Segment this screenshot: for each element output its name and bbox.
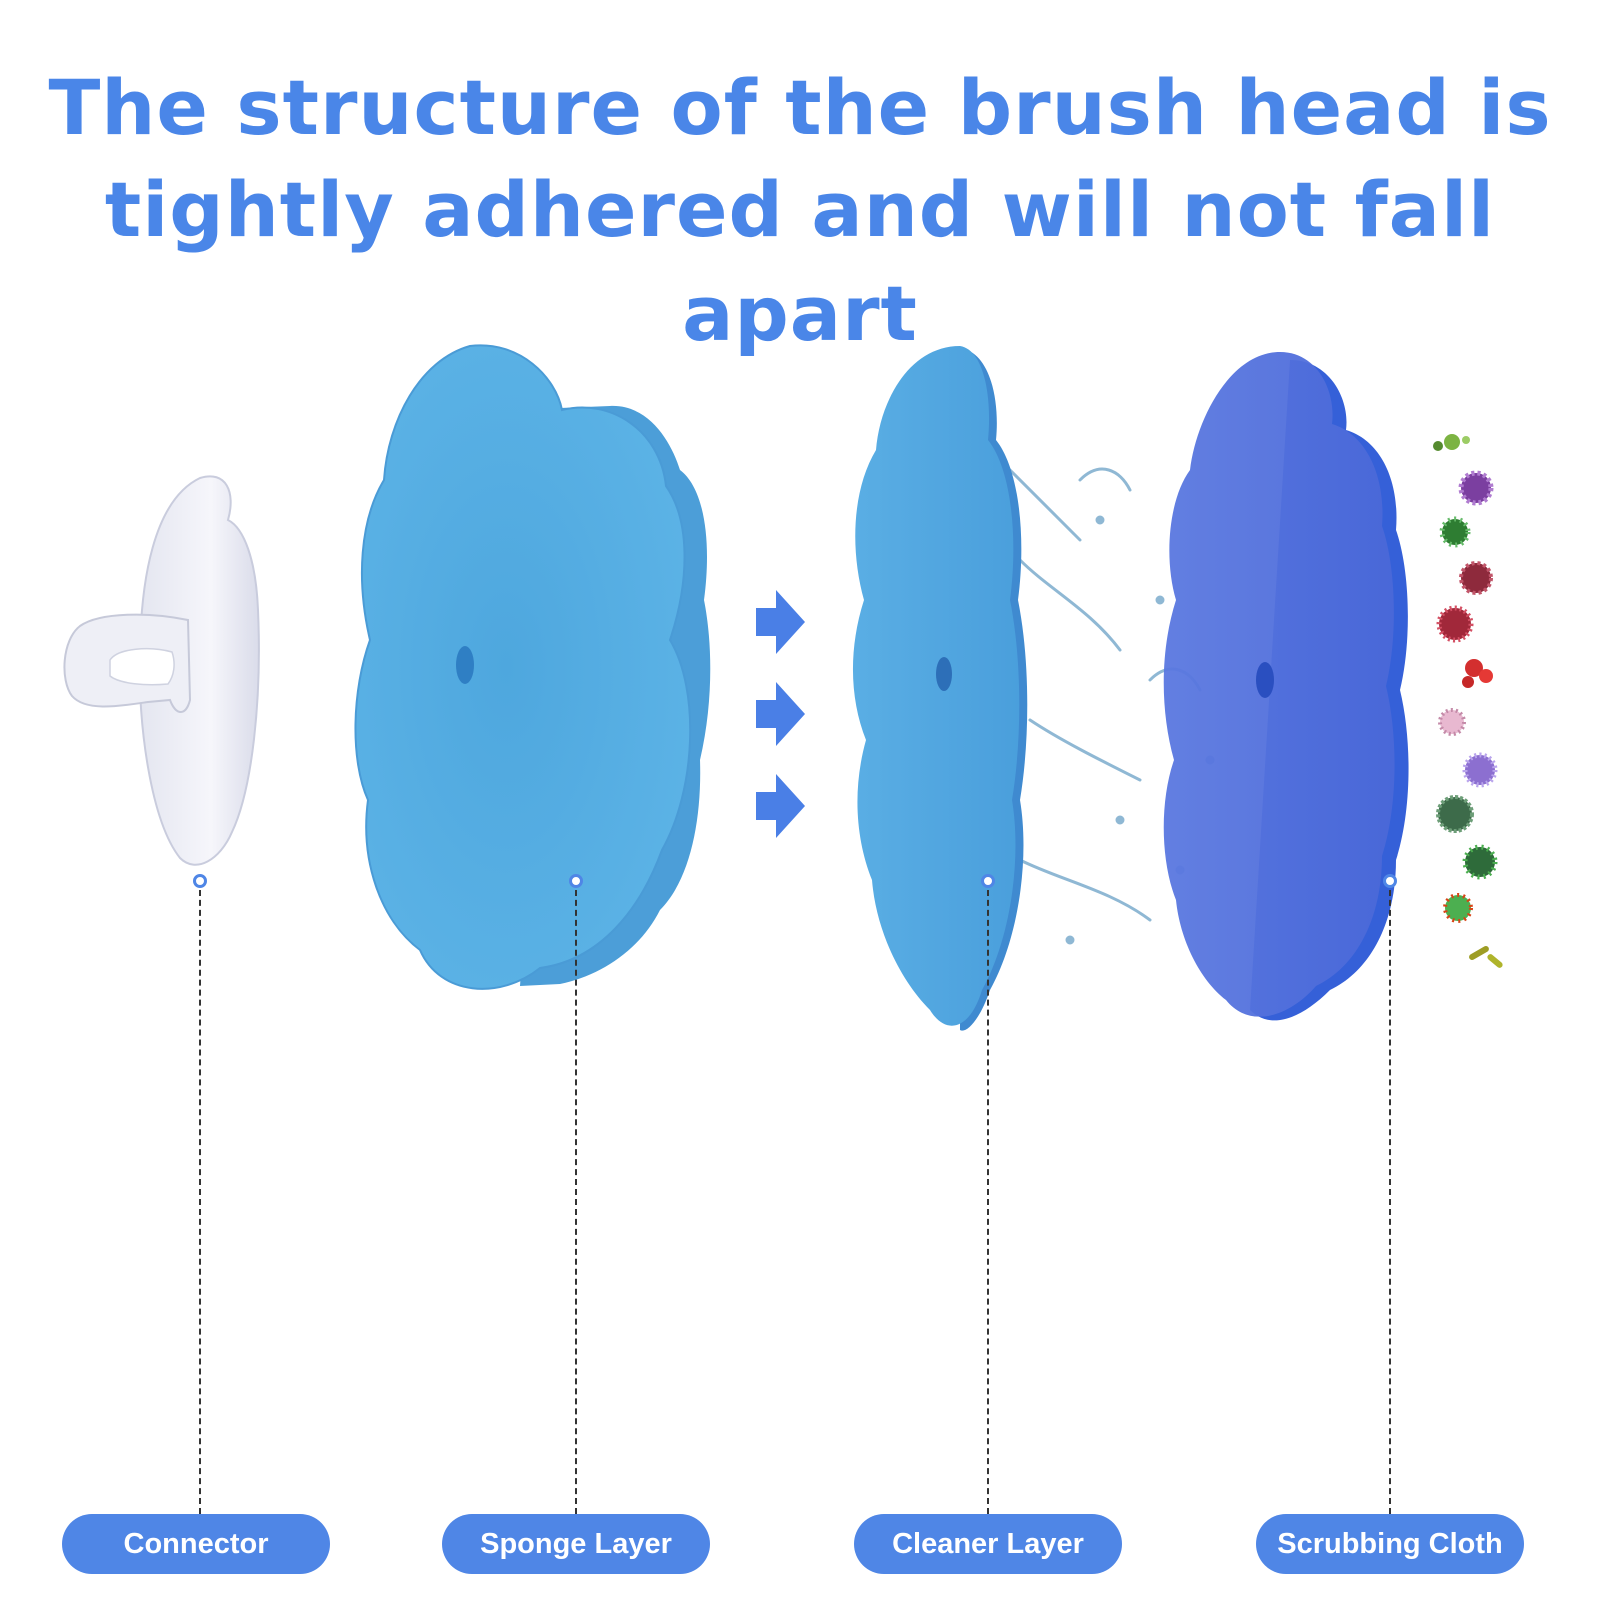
germ-icon [1462, 752, 1498, 788]
connector-part [63, 475, 260, 866]
connector-marker-dot [193, 874, 207, 888]
scrubbing-cloth-label[interactable]: Scrubbing Cloth [1256, 1514, 1524, 1574]
germ-icon [1436, 605, 1474, 643]
arrow-group [756, 590, 805, 838]
germ-icon [1462, 844, 1498, 880]
arrow-right-icon [756, 682, 805, 746]
sponge-layer-leader-line [575, 880, 577, 1514]
title-line-2: tightly adhered and will not fall apart [104, 165, 1496, 358]
scrubbing-cloth-part [1163, 352, 1409, 1021]
connector-label[interactable]: Connector [62, 1514, 330, 1574]
title-line-1: The structure of the brush head is [48, 63, 1552, 152]
cleaner-layer-leader-line [987, 880, 989, 1514]
cleaner-layer-label[interactable]: Cleaner Layer [854, 1514, 1122, 1574]
germ-icon-group [1433, 434, 1503, 968]
scrubbing-cloth-marker-dot [1383, 874, 1397, 888]
arrow-right-icon [756, 774, 805, 838]
arrow-right-icon [756, 590, 805, 654]
germ-icon [1462, 659, 1493, 688]
cleaner-layer-part [852, 346, 1028, 1031]
scrubbing-cloth-leader-line [1389, 880, 1391, 1514]
germ-icon [1433, 434, 1470, 451]
germ-icon [1458, 470, 1494, 506]
germ-icon [1438, 708, 1466, 736]
sponge-layer-label[interactable]: Sponge Layer [442, 1514, 710, 1574]
germ-icon [1469, 946, 1503, 968]
sponge-layer-part [354, 344, 711, 990]
connector-leader-line [199, 880, 201, 1514]
germ-icon [1436, 795, 1474, 833]
germ-icon [1459, 561, 1493, 595]
germ-icon [1443, 893, 1473, 923]
cleaner-layer-marker-dot [981, 874, 995, 888]
germ-icon [1439, 516, 1471, 548]
water-splash-icon [1008, 467, 1215, 945]
sponge-layer-marker-dot [569, 874, 583, 888]
